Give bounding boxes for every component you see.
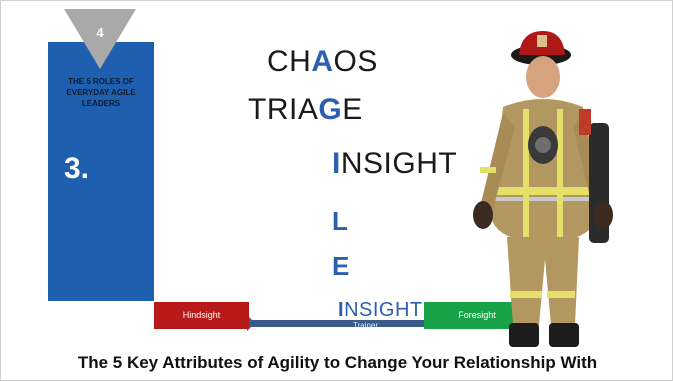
role-number: 3. xyxy=(64,152,90,185)
triage-post: E xyxy=(342,93,363,126)
timeline-arrow xyxy=(247,320,437,327)
roles-panel: THE 5 ROLES OF EVERYDAY AGILE LEADERS 3. xyxy=(48,42,154,301)
arrow-head-icon xyxy=(247,315,255,331)
timeline-insight-rest: NSIGHT xyxy=(344,299,423,321)
triage-pre: TRIA xyxy=(248,93,319,126)
timeline-insight: INSIGHT xyxy=(338,299,423,322)
badge-triangle-icon xyxy=(64,9,136,69)
insight-post: NSIGHT xyxy=(340,147,458,180)
insight-highlight: I xyxy=(332,147,341,180)
hindsight-label: Hindsight xyxy=(154,302,249,329)
letter-l: L xyxy=(332,206,348,236)
word-chaos: CHAOS xyxy=(267,45,378,79)
trainer-label: Trainer xyxy=(353,321,379,330)
timeline-insight-cap: I xyxy=(338,299,345,321)
footer-title: The 5 Key Attributes of Agility to Chang… xyxy=(77,353,598,372)
badge-number: 4 xyxy=(96,25,104,40)
word-insight: INSIGHT xyxy=(332,147,457,181)
letter-e: E xyxy=(332,251,350,281)
chaos-post: OS xyxy=(333,45,378,78)
chaos-pre: CH xyxy=(267,45,312,78)
chaos-highlight: A xyxy=(311,45,334,78)
firefighter-icon xyxy=(473,31,613,347)
roles-label: THE 5 ROLES OF EVERYDAY AGILE LEADERS xyxy=(66,77,136,108)
triage-highlight: G xyxy=(318,93,343,126)
word-triage: TRIAGE xyxy=(248,93,363,127)
